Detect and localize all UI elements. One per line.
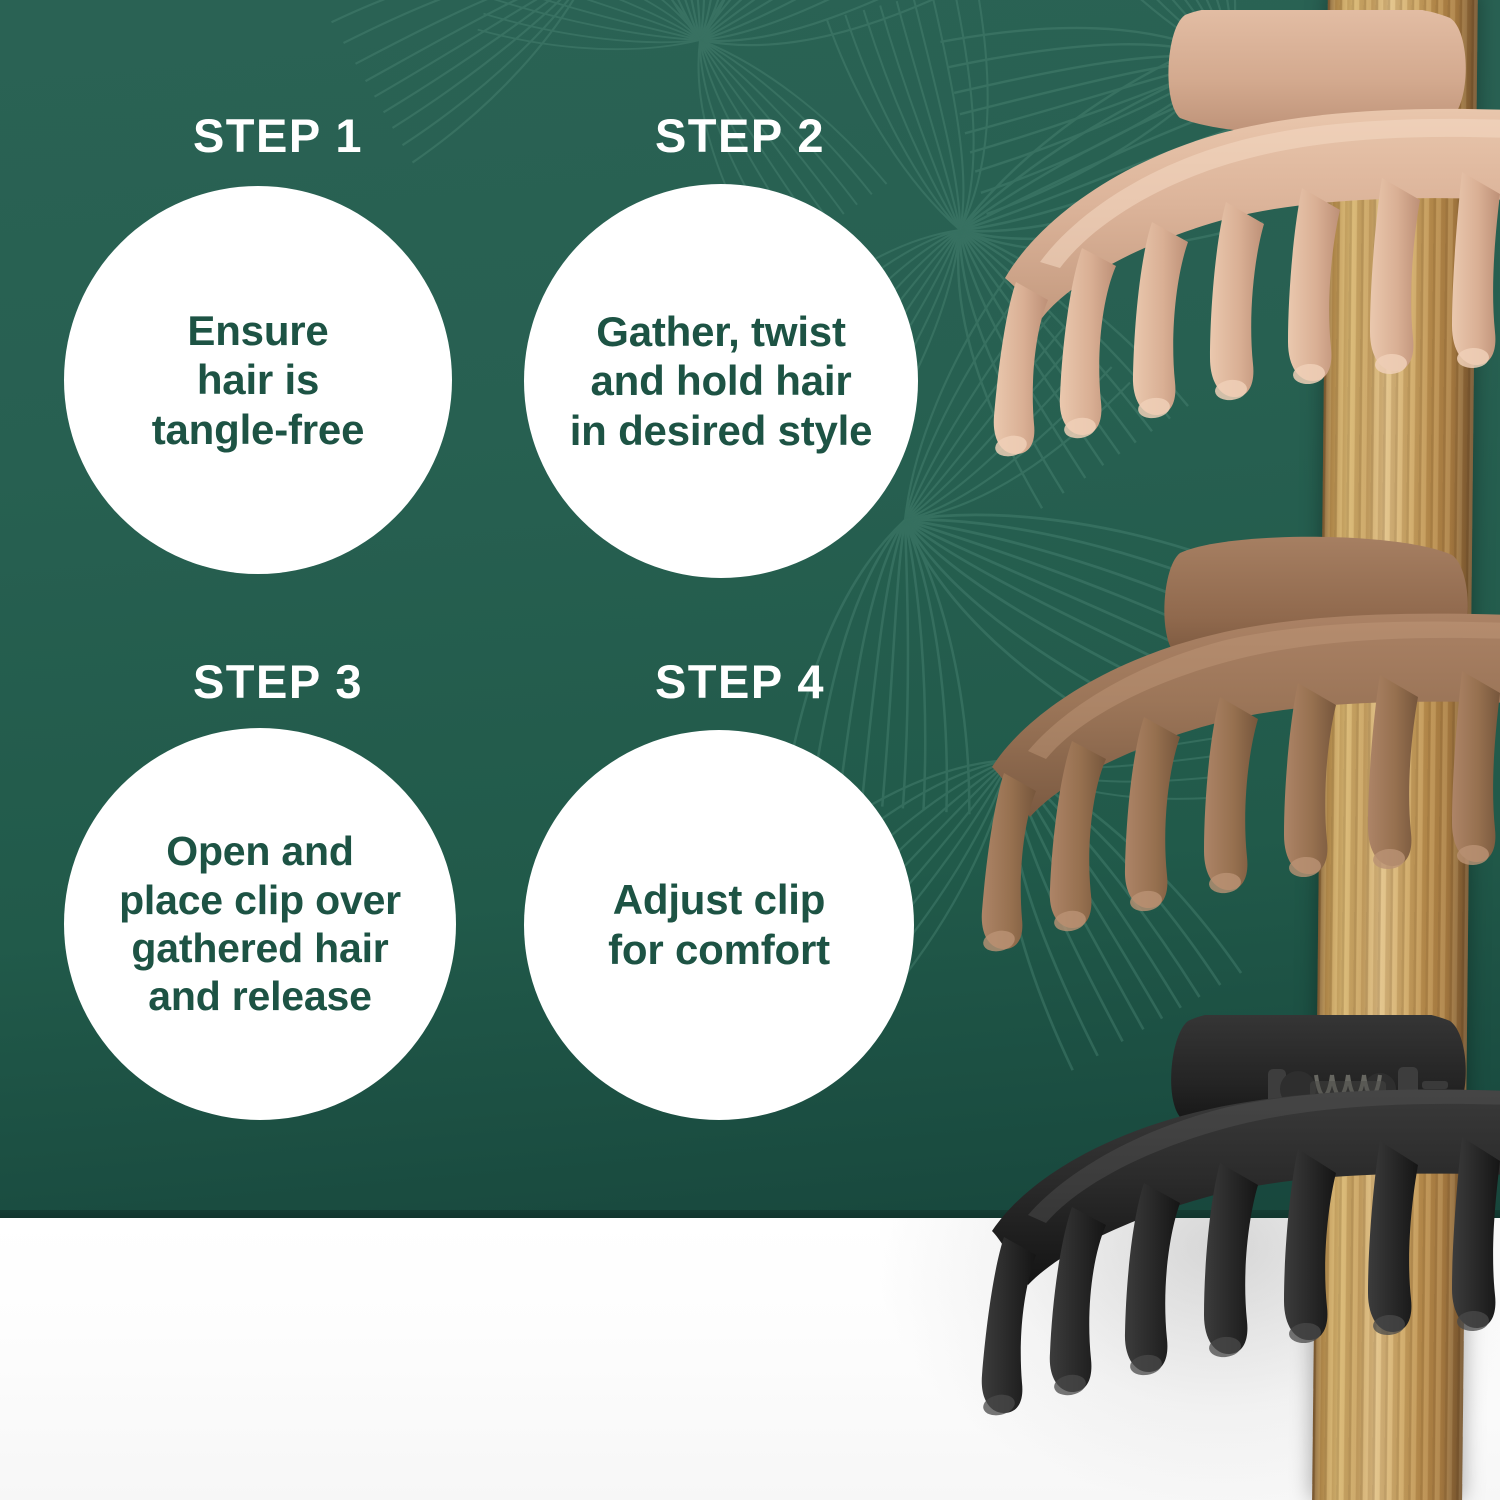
hair-claw-clip-brown	[940, 535, 1500, 1035]
hair-claw-clip-black	[940, 1015, 1500, 1495]
panel-bottom-edge	[0, 1210, 1500, 1218]
step-2-text: Gather, twist and hold hair in desired s…	[569, 307, 873, 454]
step-1-bubble: Ensure hair is tangle-free	[64, 186, 452, 574]
step-3-bubble: Open and place clip over gathered hair a…	[64, 728, 456, 1120]
step-1: STEP 1 Ensure hair is tangle-free	[30, 109, 470, 574]
step-4: STEP 4 Adjust clip for comfort	[492, 655, 932, 1120]
step-2-title: STEP 2	[654, 109, 826, 162]
step-4-bubble: Adjust clip for comfort	[524, 730, 914, 1120]
white-lower-area	[0, 1218, 1500, 1500]
step-3-title: STEP 3	[192, 655, 364, 708]
step-3-text: Open and place clip over gathered hair a…	[119, 828, 401, 1020]
step-2: STEP 2 Gather, twist and hold hair in de…	[492, 109, 932, 578]
step-4-text: Adjust clip for comfort	[608, 876, 830, 973]
step-1-title: STEP 1	[192, 109, 364, 162]
hair-claw-clip-beige	[940, 10, 1500, 530]
steps-grid: STEP 1 Ensure hair is tangle-free STEP 2…	[30, 109, 932, 1120]
step-3: STEP 3 Open and place clip over gathered…	[30, 655, 470, 1120]
step-1-text: Ensure hair is tangle-free	[151, 306, 365, 453]
step-2-bubble: Gather, twist and hold hair in desired s…	[524, 184, 918, 578]
product-photo	[940, 0, 1500, 1500]
step-4-title: STEP 4	[654, 655, 826, 708]
